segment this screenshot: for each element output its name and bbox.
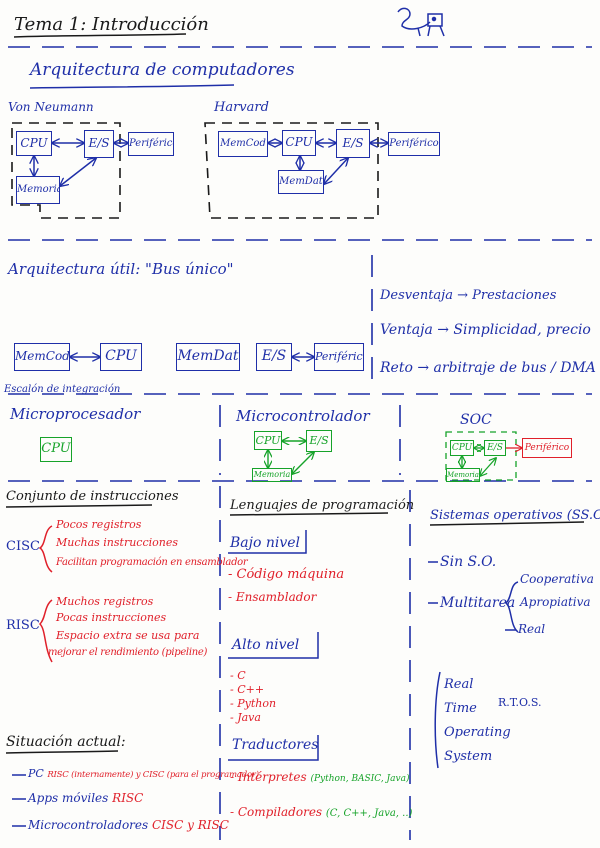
soc-es-box: E/S (484, 440, 506, 456)
situacion-apps: Apps móviles RISC (28, 792, 143, 804)
soc-memoria-box: Memoria (446, 468, 480, 482)
bajo-item-text: Código máquina (236, 567, 345, 582)
risc-label: RISC (6, 618, 40, 633)
os-title: Sistemas operativos (SS.OO) (430, 508, 600, 523)
harvard-memcod-box: MemCod (218, 131, 268, 157)
harvard-memdat-box: MemDat (278, 170, 324, 194)
risc-item: Pocas instrucciones (56, 611, 167, 624)
alto-item: - C++ (230, 683, 265, 696)
interpretes-text: Intérpretes (237, 770, 307, 784)
bajo-item: - Código máquina (228, 567, 345, 582)
situacion-mcu-prefix: Microcontroladores (28, 818, 149, 832)
risc-item: Muchos registros (56, 595, 154, 608)
sin-so-text: Sin S.O. (440, 554, 497, 570)
interpretes-examples: (Python, BASIC, Java) (310, 774, 410, 784)
bajo-nivel-label: Bajo nivel (230, 535, 301, 551)
mcu-es-box: E/S (306, 430, 332, 452)
alto-item-text: C++ (237, 683, 265, 696)
situacion-apps-detail: RISC (112, 791, 144, 805)
cisc-label: CISC (6, 539, 40, 554)
rtos-word: Operating (444, 725, 511, 740)
microcontrolador-label: Microcontrolador (236, 407, 370, 425)
ventaja-text: Ventaja → Simplicidad, precio (380, 322, 591, 338)
situacion-apps-prefix: Apps móviles (28, 791, 109, 805)
interpretes-item: - Intérpretes (Python, BASIC, Java) (230, 770, 410, 784)
multitarea-item: Real (518, 622, 546, 636)
microprocesador-label: Microprocesador (10, 405, 141, 423)
rtos-acronym: R.T.O.S. (498, 696, 542, 709)
bus-memdat-box: MemDat (176, 343, 240, 371)
alto-item-text: Python (237, 697, 277, 710)
soc-cpu-box: CPU (450, 440, 474, 456)
rtos-word: Real (444, 677, 474, 692)
rtos-word: Time (444, 701, 477, 716)
rtos-word: System (444, 749, 493, 764)
bajo-item-text: Ensamblador (235, 590, 317, 604)
soc-label: SOC (460, 412, 492, 428)
alto-item: - C (230, 669, 246, 682)
harvard-es-box: E/S (336, 129, 370, 158)
cisc-item: Muchas instrucciones (56, 536, 179, 549)
harvard-periferico-box: Periférico (388, 132, 440, 156)
alto-item-text: C (237, 669, 246, 682)
bus-memcod-box: MemCod (14, 343, 70, 371)
section-dividers (8, 46, 592, 840)
desventaja-text: Desventaja → Prestaciones (380, 288, 557, 303)
situacion-pc-detail: RISC (internamente) y CISC (para el prog… (47, 770, 259, 780)
cisc-item: Pocos registros (56, 518, 142, 531)
mcu-memoria-box: Memoria (252, 468, 292, 482)
situacion-mcu-detail: CISC y RISC (152, 818, 229, 832)
reto-text: Reto → arbitraje de bus / DMA (380, 360, 596, 376)
von-neumann-label: Von Neumann (8, 100, 94, 114)
situacion-pc-prefix: PC (28, 767, 44, 780)
vn-memoria-box: Memoria (16, 176, 60, 204)
lang-title: Lenguajes de programación (230, 498, 415, 513)
situacion-pc: PC RISC (internamente) y CISC (para el p… (28, 768, 259, 780)
compiladores-item: - Compiladores (C, C++, Java, ..) (230, 805, 413, 819)
compiladores-text: Compiladores (237, 805, 323, 819)
mcu-cpu-box: CPU (254, 431, 282, 450)
bus-periferico-box: Periférico (314, 343, 364, 371)
alto-item: - Python (230, 697, 277, 710)
situacion-title: Situación actual: (6, 734, 126, 750)
alto-item-text: Java (237, 711, 261, 724)
alto-nivel-label: Alto nivel (232, 637, 300, 653)
multitarea-item: Cooperativa (520, 572, 594, 586)
bus-cpu-box: CPU (100, 343, 142, 371)
risc-item: mejorar el rendimiento (pipeline) (48, 647, 208, 658)
harvard-cpu-box: CPU (282, 130, 316, 156)
arch-title: Arquitectura de computadores (30, 60, 295, 80)
vn-es-box: E/S (84, 130, 114, 158)
micro-cpu-box: CPU (40, 437, 72, 462)
cisc-item: Facilitan programación en ensamblador (56, 557, 248, 568)
escalon-label: Escalón de integración (4, 384, 121, 395)
bus-title: Arquitectura útil: "Bus único" (8, 260, 234, 278)
situacion-mcu: Microcontroladores CISC y RISC (28, 819, 229, 831)
harvard-label: Harvard (214, 100, 269, 115)
page-title: Tema 1: Introducción (14, 14, 209, 35)
bajo-item: - Ensamblador (228, 590, 317, 604)
alto-item: - Java (230, 711, 261, 724)
multitarea-text: Multitarea (440, 595, 516, 611)
bus-es-box: E/S (256, 343, 292, 371)
soc-periferico-box: Periférico (522, 438, 572, 458)
traductores-label: Traductores (232, 737, 319, 753)
risc-item: Espacio extra se usa para (56, 629, 200, 642)
vn-cpu-box: CPU (16, 131, 52, 156)
multitarea-item: Apropiativa (520, 595, 591, 609)
vn-periferico-box: Periférico (128, 132, 174, 156)
isa-title: Conjunto de instrucciones (6, 489, 179, 504)
doodle-icon (397, 7, 445, 37)
compiladores-examples: (C, C++, Java, ..) (325, 808, 413, 819)
